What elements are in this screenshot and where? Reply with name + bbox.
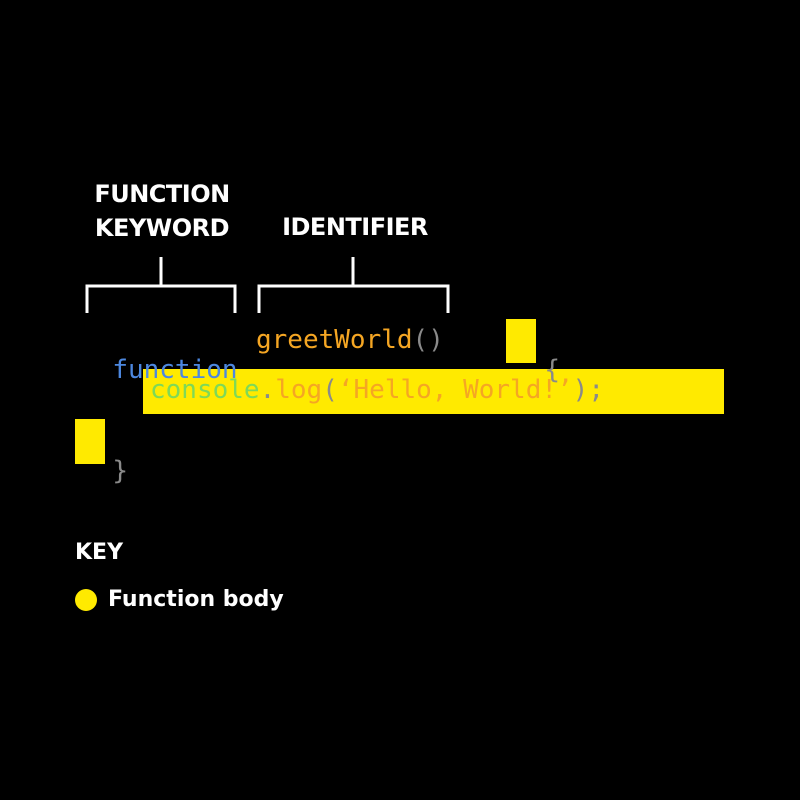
member-dot: . [259, 375, 276, 405]
highlight-close-brace [75, 419, 105, 464]
code-line-1-identifier: greetWorld() [256, 325, 444, 355]
function-keyword-label-line1: FUNCTION [94, 180, 230, 208]
log-method: log [275, 375, 323, 405]
call-close: ); [572, 375, 604, 405]
highlight-open-brace [506, 319, 536, 363]
identifier-bracket [257, 257, 450, 313]
function-parens: () [412, 325, 444, 355]
function-keyword-label: FUNCTION KEYWORD [70, 177, 254, 245]
code-line-1: function [81, 325, 238, 385]
console-object: console [150, 375, 260, 405]
function-keyword-bracket [85, 257, 237, 313]
function-identifier: greetWorld [256, 325, 413, 355]
code-line-1-brace: { [513, 325, 560, 385]
function-keyword-label-line2: KEYWORD [94, 214, 230, 242]
key-title: KEY [75, 540, 124, 565]
highlight-body-line [143, 369, 724, 414]
function-body-swatch [75, 589, 97, 611]
call-open-paren: ( [322, 375, 338, 405]
identifier-label: IDENTIFIER [282, 213, 428, 241]
open-brace: { [544, 355, 560, 385]
function-keyword: function [112, 355, 238, 385]
string-literal: ‘Hello, World!’ [337, 375, 573, 405]
close-brace: } [112, 456, 128, 486]
code-line-3: } [81, 426, 128, 486]
function-body-key-label: Function body [108, 587, 284, 612]
code-line-2: console.log(‘Hello, World!’); [150, 375, 604, 405]
